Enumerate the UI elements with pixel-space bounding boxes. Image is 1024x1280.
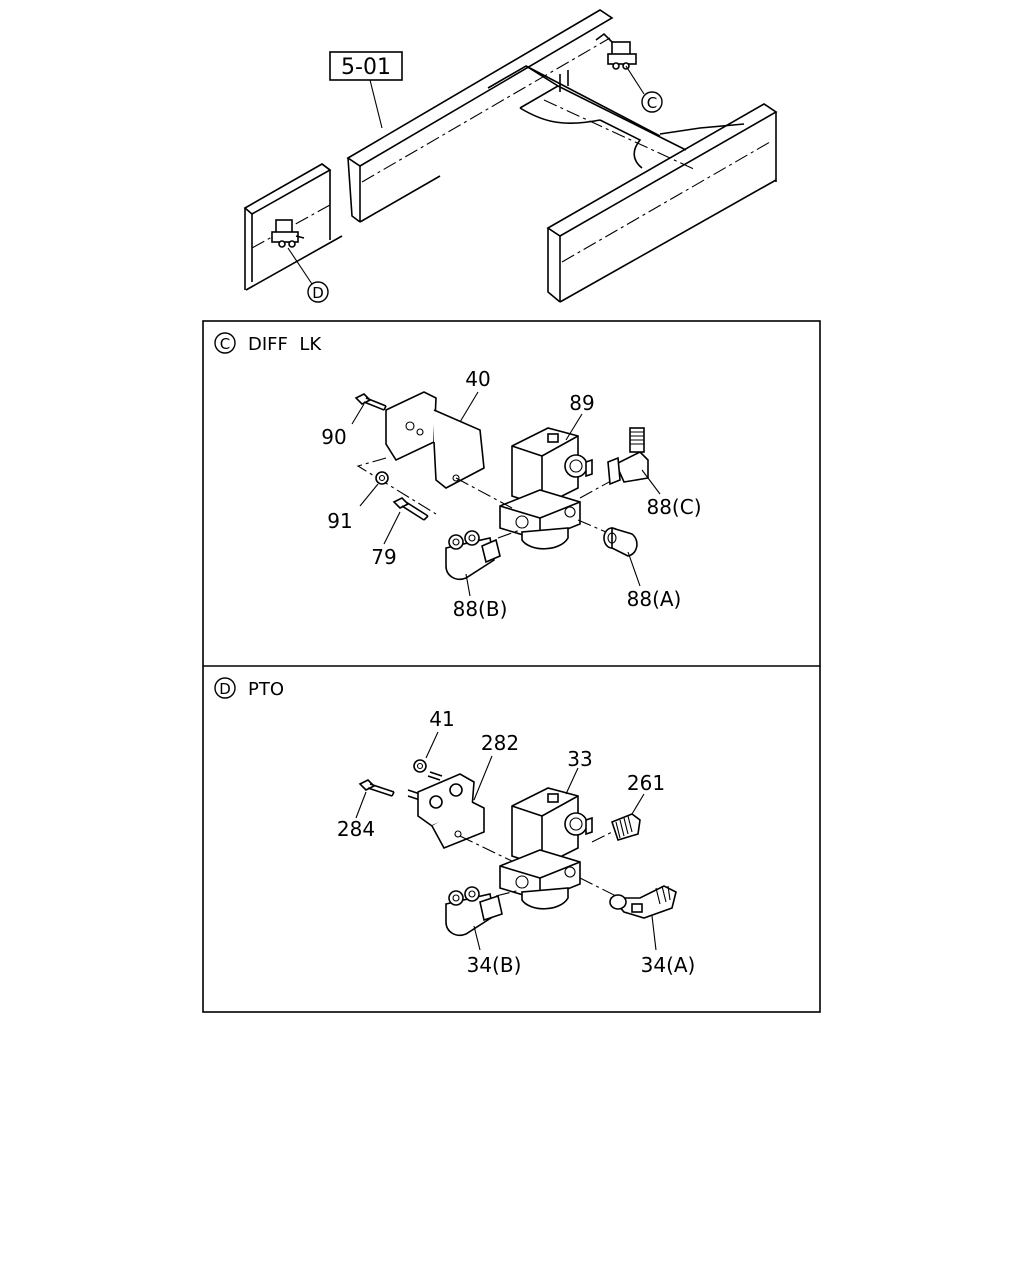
part-label-34a: 34(A) [641,953,696,977]
elbow-fitting-88c-icon [607,427,649,486]
panel-d-title: PTO [248,679,284,700]
valve-c-location-icon [595,32,637,70]
fitting-88a-icon [603,526,638,557]
fitting-34b-icon [445,886,503,937]
bracket-282-icon [417,773,519,865]
nut-41-icon [413,759,443,781]
bracket-40-icon [356,391,485,515]
fitting-88b-icon [445,530,501,581]
part-label-261: 261 [627,771,665,795]
part-label-282: 282 [481,731,519,755]
nut-91-icon [375,471,389,485]
panel-diff-lk: C DIFF LK [214,332,702,621]
elbow-fitting-34a-icon [609,885,677,919]
chassis-overview: 5-01 C D [243,9,778,303]
panel-c-marker: C [220,335,230,353]
solenoid-valve-33-icon [495,787,617,910]
callout-c-marker[interactable]: C [641,91,663,113]
part-label-40: 40 [465,367,490,391]
crossmember [487,65,697,171]
plug-261-icon [611,813,641,841]
right-frame-rail [546,103,778,303]
part-label-88a: 88(A) [627,587,682,611]
part-label-89: 89 [569,391,594,415]
part-label-88c: 88(C) [646,495,701,519]
panel-c-header: C DIFF LK [214,332,322,355]
panel-d-marker: D [219,680,231,698]
panel-pto: D PTO [214,677,696,977]
callout-d-label: D [312,284,324,302]
callout-c-label: C [647,94,657,112]
bolt-284-icon [358,779,421,801]
panel-c-title: DIFF LK [248,334,322,355]
part-label-79: 79 [371,545,396,569]
part-label-33: 33 [567,747,592,771]
main-frame-rail [346,9,614,223]
part-label-284: 284 [337,817,375,841]
panel-d-header: D PTO [214,677,284,700]
section-reference-label: 5-01 [341,55,391,80]
section-reference-tag[interactable]: 5-01 [329,51,403,81]
bolt-79-icon [392,497,429,521]
valve-d-location-icon [271,219,305,248]
part-label-90: 90 [321,425,346,449]
part-label-91: 91 [327,509,352,533]
callout-d-marker[interactable]: D [307,281,329,303]
left-frame-rail [243,163,343,291]
part-label-41: 41 [429,707,454,731]
part-label-88b: 88(B) [453,597,508,621]
bolt-90-icon [354,393,387,411]
solenoid-valve-89-icon [455,427,621,550]
part-label-34b: 34(B) [467,953,522,977]
